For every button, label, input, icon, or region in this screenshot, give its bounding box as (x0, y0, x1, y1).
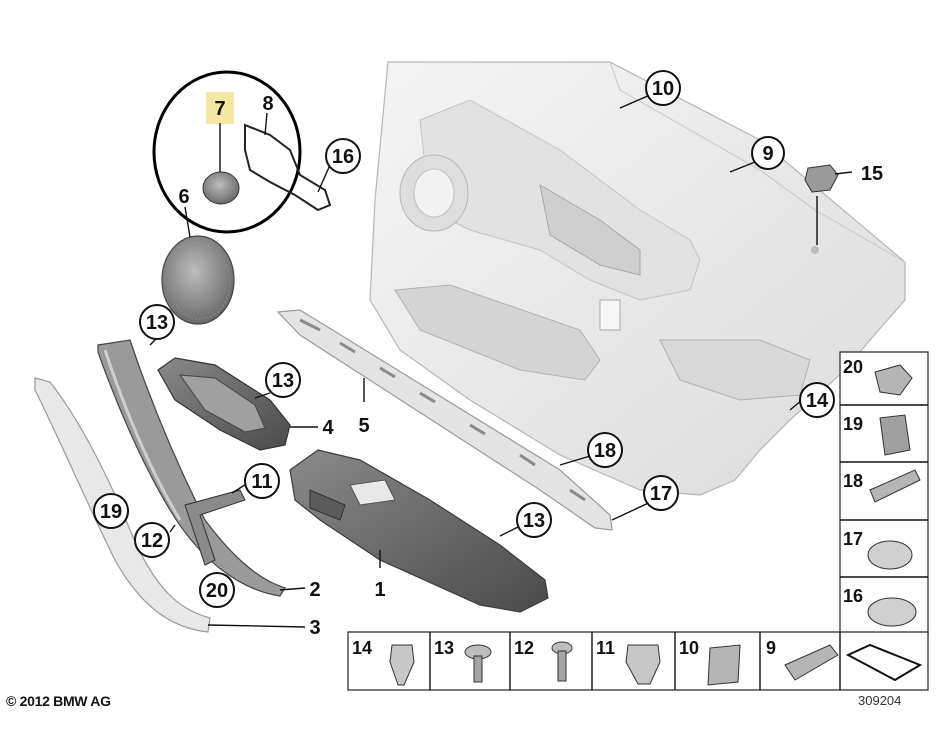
callout-9: 9 (762, 143, 773, 165)
bottom-label-9: 9 (766, 638, 776, 658)
fastener-panel-side: 20 19 18 17 16 (839, 351, 929, 637)
side-label-19: 19 (843, 414, 863, 434)
leader-lines (149, 94, 853, 628)
callout-8: 8 (262, 93, 273, 115)
bottom-label-13: 13 (434, 638, 454, 658)
callout-circle-18 (587, 432, 623, 468)
callout-13a: 13 (146, 312, 168, 334)
grab-handle-carrier (97, 339, 286, 597)
callout-20: 20 (206, 580, 228, 602)
side-label-20: 20 (843, 357, 863, 377)
document-id: 309204 (858, 693, 902, 708)
clip-9-icon (784, 644, 839, 681)
clip-11-icon (625, 644, 661, 685)
callout-17: 17 (650, 483, 672, 505)
callout-circle-20 (199, 572, 235, 608)
clip-18-icon (869, 469, 921, 503)
highlight-box-7 (206, 92, 234, 124)
highlight-ring (152, 70, 302, 234)
nut-17-icon (867, 540, 913, 570)
direction-arrow-icon (845, 643, 923, 682)
callout-circle-13b (265, 362, 301, 398)
bottom-label-12: 12 (514, 638, 534, 658)
bottom-label-14: 14 (352, 638, 372, 658)
handle-bracket (184, 489, 246, 566)
copyright-text: © 2012 BMW AG (6, 693, 111, 709)
callout-3: 3 (309, 617, 320, 639)
callout-7: 7 (214, 98, 225, 120)
callout-circle-16 (325, 138, 361, 174)
tweeter-bracket (244, 123, 332, 212)
callout-circle-14 (799, 382, 835, 418)
screw-12-icon (551, 641, 573, 682)
bottom-label-10: 10 (679, 638, 699, 658)
speaker-tweeter (202, 171, 240, 205)
armrest (289, 449, 549, 613)
callouts: 10 9 15 16 7 8 6 13 13 4 5 14 18 17 13 1… (93, 70, 883, 639)
speaker-grille (161, 235, 235, 325)
clip-15 (804, 164, 839, 193)
callout-circle-13c (516, 502, 552, 538)
callout-1: 1 (374, 579, 385, 601)
door-trim-panel (369, 61, 906, 496)
callout-circle-19 (93, 493, 129, 529)
callout-12: 12 (141, 530, 163, 552)
callout-16: 16 (332, 146, 354, 168)
callout-13c: 13 (523, 510, 545, 532)
callout-circle-17 (643, 475, 679, 511)
clip-20-icon (874, 364, 913, 396)
callout-circle-11 (244, 463, 280, 499)
fastener-panel-bottom: 14 13 12 11 10 9 (347, 631, 929, 691)
callout-14: 14 (806, 390, 829, 412)
lower-trim-strip (276, 309, 613, 531)
callout-19: 19 (100, 501, 122, 523)
callout-18: 18 (594, 440, 616, 462)
side-label-18: 18 (843, 471, 863, 491)
screw-13-icon (464, 644, 492, 683)
callout-circle-10 (645, 70, 681, 106)
callout-2: 2 (309, 579, 320, 601)
clip-14-icon (389, 644, 415, 686)
clip-19-icon (879, 414, 911, 456)
nut-16-icon (867, 597, 917, 627)
side-label-17: 17 (843, 529, 863, 549)
callout-6: 6 (178, 186, 189, 208)
callout-13b: 13 (272, 370, 294, 392)
callout-5: 5 (358, 415, 369, 437)
callout-circle-9 (751, 136, 785, 170)
door-handle (157, 357, 291, 451)
callout-11: 11 (251, 471, 272, 493)
side-label-16: 16 (843, 586, 863, 606)
callout-15: 15 (861, 163, 883, 185)
callout-10: 10 (652, 78, 674, 100)
bottom-label-11: 11 (596, 638, 615, 658)
callout-4: 4 (322, 417, 334, 439)
callout-circle-13a (139, 304, 175, 340)
callout-circle-12 (134, 522, 170, 558)
clip-10-icon (707, 644, 741, 686)
